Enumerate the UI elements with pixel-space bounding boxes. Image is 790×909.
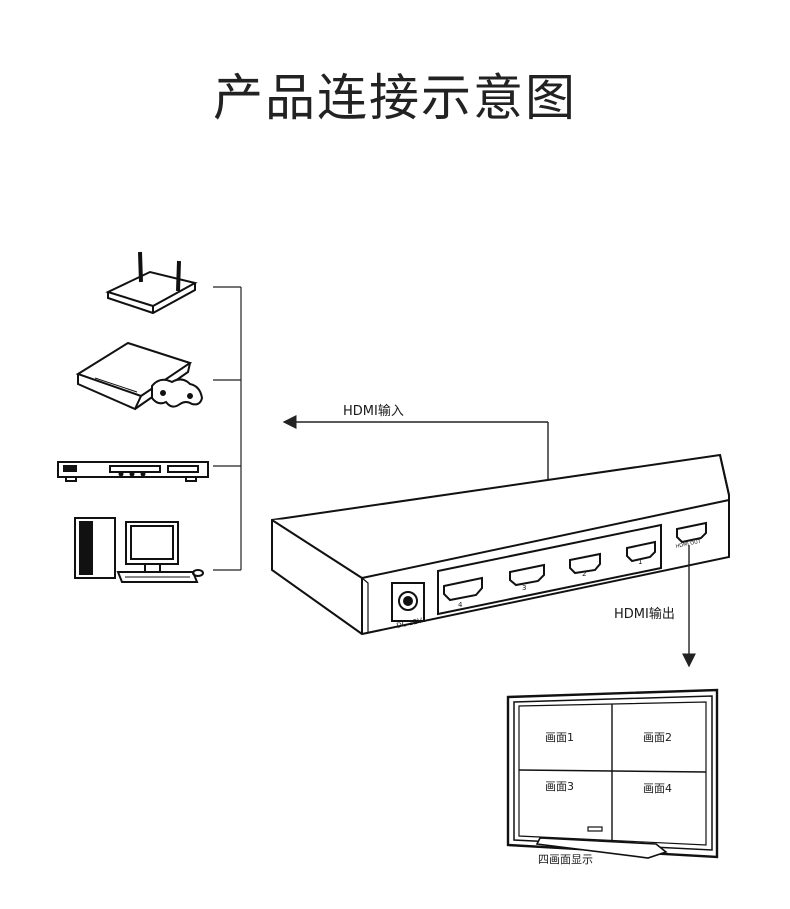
game-console-icon [75,341,204,411]
pane-1-label: 画面1 [545,731,574,744]
desktop-computer-icon [74,517,204,583]
source-bracket [213,286,242,571]
wifi-router-icon [105,251,198,315]
pane-4-label: 画面4 [643,782,672,795]
multiviewer-device [271,453,730,636]
hdmi-input-label: HDMI输入 [343,403,404,419]
hdmi-out-port-label: HDMI OUT [675,539,702,550]
port-2-label: 2 [582,570,586,578]
monitor-caption: 四画面显示 [538,853,593,866]
hdmi-output-label: HDMI输出 [614,606,675,622]
port-4-label: 4 [458,601,463,609]
port-3-label: 3 [522,584,526,592]
pane-3-label: 画面3 [545,780,574,793]
port-1-label: 1 [638,558,642,566]
monitor-icon [506,688,719,859]
pane-2-label: 画面2 [643,731,672,744]
page-title: 产品连接示意图 [213,69,577,127]
dvd-player-icon [57,461,209,482]
